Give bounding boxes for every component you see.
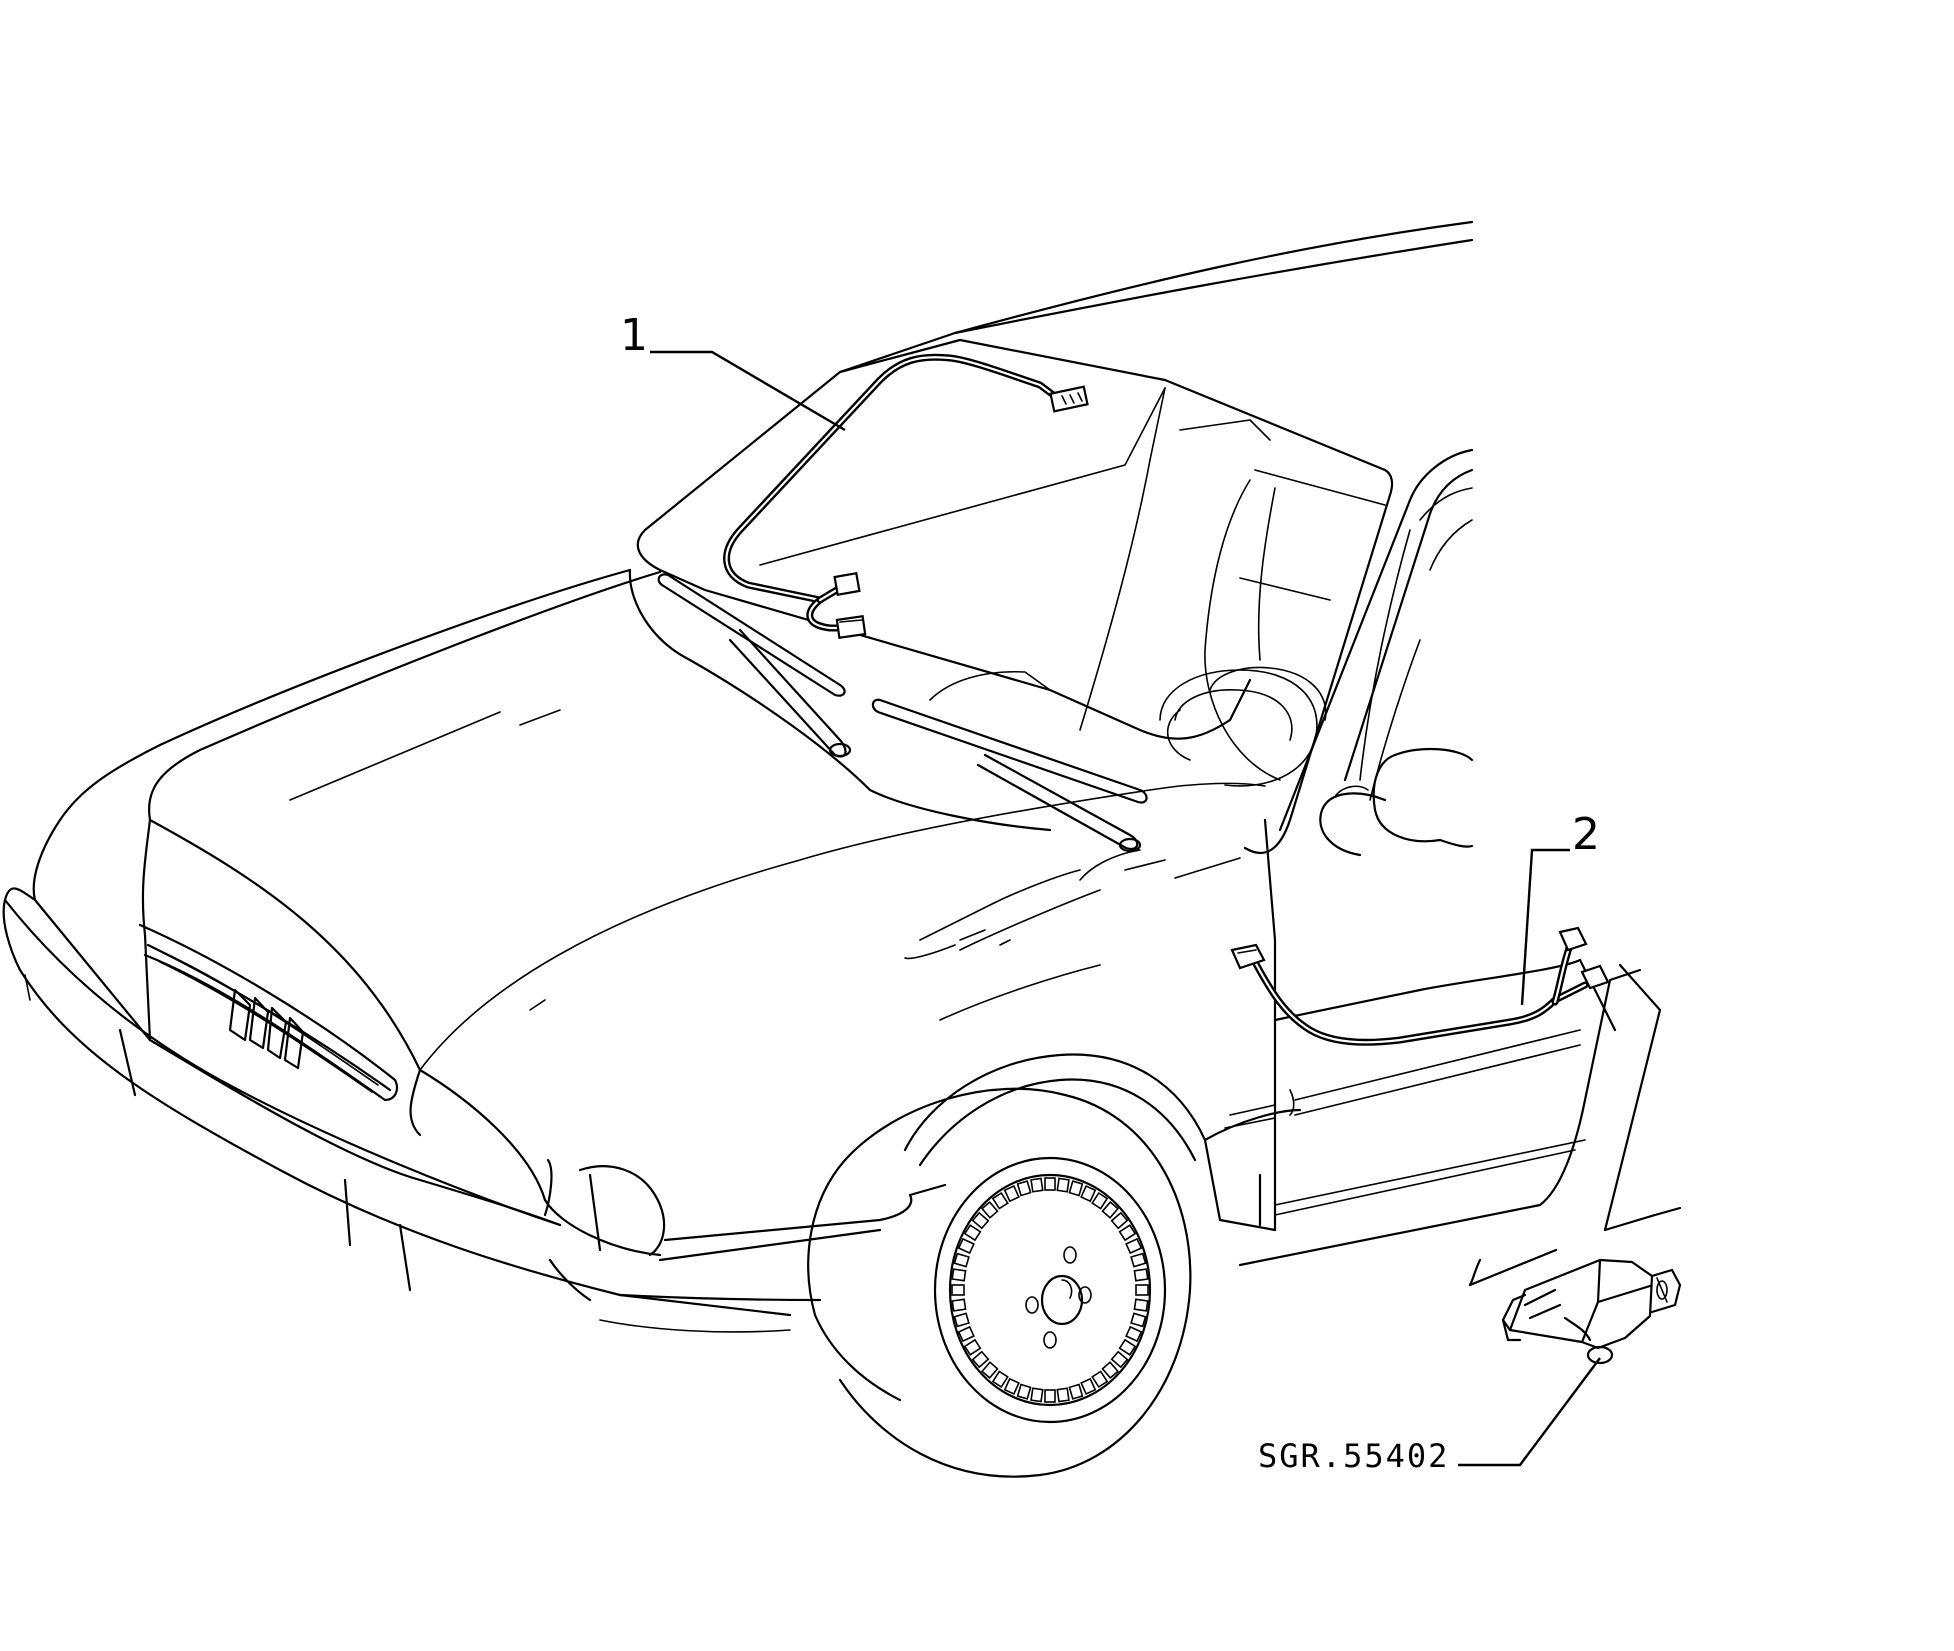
wheel-spoke [1133, 1268, 1149, 1282]
wheel-spoke [1030, 1387, 1044, 1403]
wheel-spoke [963, 1338, 982, 1356]
front-wheel [807, 1087, 1192, 1478]
door-harness [1230, 926, 1610, 1046]
wheel-spoke [1080, 1377, 1097, 1395]
wheel-spoke [980, 1361, 999, 1380]
wheel-spoke [1016, 1383, 1032, 1400]
reference-code: SGR.55402 [1258, 1437, 1450, 1475]
wheel-spoke [951, 1268, 967, 1282]
wheel-spoke [963, 1224, 982, 1242]
leader-lines [650, 350, 1601, 1467]
callout-1-label: 1 [620, 310, 648, 361]
wheel-spoke [957, 1325, 975, 1343]
front-grille-bumper [2, 818, 913, 1333]
wheel-spoke [1135, 1284, 1149, 1296]
windscreen-harness [723, 353, 1089, 639]
wipers [657, 573, 1241, 879]
callout-1-leader [650, 350, 846, 432]
door-edge-exploded [1468, 958, 1682, 1287]
wheel-spoke [1091, 1370, 1109, 1389]
wheel-spoke [1125, 1325, 1143, 1343]
wheel-spoke [971, 1350, 990, 1369]
wheel-spoke [1110, 1350, 1129, 1369]
wheel-spoke [1130, 1252, 1147, 1268]
wheel-spoke [1101, 1361, 1120, 1380]
callout-2-label: 2 [1572, 809, 1600, 860]
wheel-spoke [1130, 1312, 1147, 1328]
wheel-spoke-ring [951, 1177, 1149, 1403]
interior [929, 479, 1411, 787]
wheel-spoke [1110, 1211, 1129, 1230]
wheel-spoke [1016, 1180, 1032, 1197]
wheel-spoke [953, 1252, 970, 1268]
door-switch [1501, 1258, 1682, 1365]
windscreen [636, 331, 1394, 854]
fender [903, 958, 1642, 1267]
wheel-spoke [951, 1284, 965, 1296]
wheel-spoke [953, 1312, 970, 1328]
wheel-spoke [1044, 1389, 1056, 1403]
hood [58, 568, 1266, 1072]
wheel-spoke [980, 1200, 999, 1219]
door-frame [1263, 448, 1474, 1232]
wheel-spoke [1056, 1177, 1070, 1193]
wheel-spoke [1003, 1185, 1020, 1203]
wheel-spoke [1068, 1180, 1084, 1197]
wheel-spoke [1101, 1200, 1120, 1219]
wheel-spoke [1003, 1377, 1020, 1395]
wheel-spoke [1125, 1237, 1143, 1255]
wheel-spoke [1133, 1298, 1149, 1312]
wheel-spoke [1044, 1177, 1056, 1191]
wheel-spoke [971, 1211, 990, 1230]
wheel-spoke [1030, 1177, 1044, 1193]
wheel-spoke [991, 1370, 1009, 1389]
side-mirror [1319, 747, 1474, 857]
reference-code-leader [1458, 1357, 1601, 1467]
roof-outline [953, 220, 1474, 335]
wheel-spoke [957, 1237, 975, 1255]
wheel-spoke [1080, 1185, 1097, 1203]
wheel-spoke [1068, 1383, 1084, 1400]
wheel-spoke [1091, 1191, 1109, 1210]
wheel-spoke [1118, 1224, 1137, 1242]
wheel-spoke [1056, 1387, 1070, 1403]
callout-2-leader [1520, 848, 1570, 1006]
wheel-spoke [951, 1298, 967, 1312]
wheel-spoke [991, 1191, 1009, 1210]
wheel-spoke [1118, 1338, 1137, 1356]
